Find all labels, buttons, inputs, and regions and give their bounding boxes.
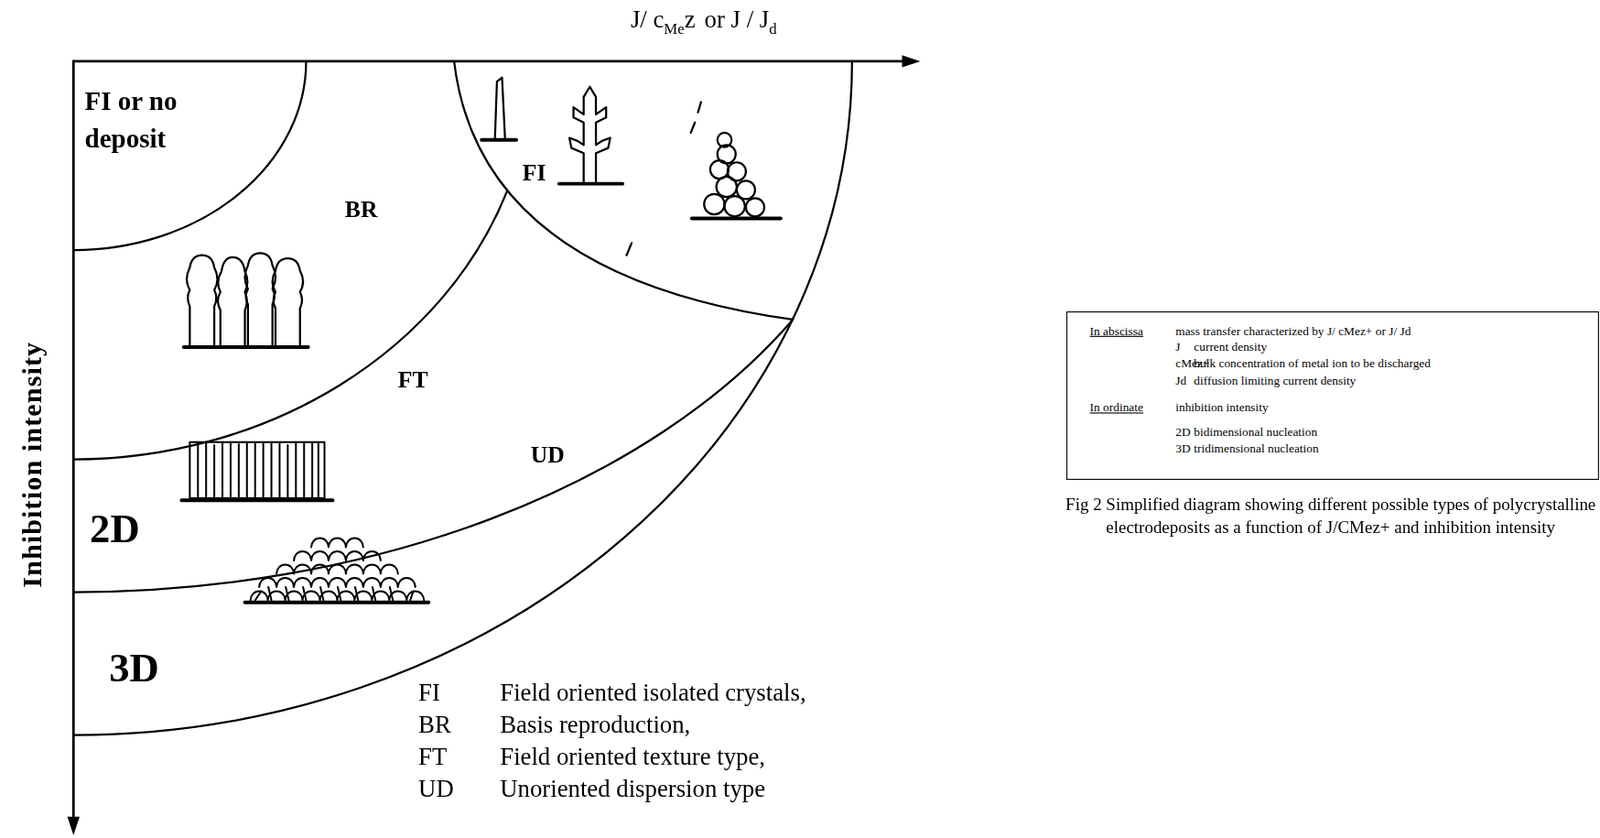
dendrite-crystal (569, 86, 611, 184)
legend-description: Field oriented texture type, (499, 741, 766, 771)
grain-row (259, 577, 416, 587)
columnar-layer (189, 442, 325, 498)
legend-abbreviation: BR (418, 710, 452, 740)
legend-description: Unoriented dispersion type (499, 773, 766, 803)
axes (67, 54, 921, 835)
3d-crystals (245, 537, 430, 602)
axis-arrowhead (67, 816, 80, 835)
fi-crystals (481, 77, 781, 219)
column-crystal (217, 257, 248, 347)
box-heading: In ordinate (1090, 399, 1177, 416)
axis-arrowhead (901, 54, 920, 67)
symbol-term: cMez+ (1175, 355, 1194, 372)
grain-row (311, 537, 364, 547)
axis-subscript: d (768, 20, 777, 37)
legend-abbreviation: UD (418, 773, 455, 803)
axis-label: J/ c (630, 6, 664, 33)
grain-lines (255, 586, 414, 600)
needle-crystal (495, 77, 506, 141)
region-arc (73, 190, 508, 459)
column-lines (197, 442, 319, 498)
substrate-line (559, 182, 623, 186)
axis-label-group: J/ cMez or J / Jd (630, 6, 778, 39)
region-arc (454, 61, 793, 320)
region-label: UD (530, 441, 565, 470)
nodular-crystals (745, 197, 765, 217)
region-arc (73, 61, 853, 736)
legend-box: In abscissamass transfer characterized b… (1066, 311, 1600, 480)
nodular-crystals (736, 180, 756, 199)
substrate-line (245, 600, 430, 605)
region-boundaries (73, 61, 853, 736)
grain-row (250, 590, 425, 600)
dashed-boundary (626, 101, 701, 255)
region-label: FI or no deposit (85, 83, 238, 158)
region-label: BR (345, 195, 379, 225)
box-text: mass transfer characterized by J/ cMez+ … (1175, 322, 1584, 339)
legend-description: Basis reproduction, (499, 710, 691, 740)
nodular-crystals (727, 162, 746, 181)
region-label: FT (398, 365, 429, 394)
box-text: inhibition intensity (1175, 399, 1584, 416)
symbol-term: J (1175, 338, 1194, 356)
legend-description: Field oriented isolated crystals, (499, 677, 806, 707)
column-crystal (245, 252, 276, 347)
nodular-crystals (703, 132, 765, 217)
axis-subscript: Me (663, 20, 684, 37)
abscissa-axis (73, 59, 907, 63)
region-arc (73, 61, 306, 250)
box-text: tridimensional nucleation (1193, 440, 1584, 457)
region-label: 3D (108, 642, 160, 692)
symbol-term: 3D (1175, 440, 1194, 457)
column-crystal (272, 258, 303, 347)
nodular-crystals (717, 132, 733, 148)
box-text: current density (1193, 338, 1584, 356)
br-crystals (183, 252, 309, 347)
ordinate-axis (72, 61, 76, 821)
box-text: diffusion limiting current density (1193, 371, 1584, 389)
box-text: bulk concentration of metal ion to be di… (1193, 355, 1584, 372)
legend-abbreviation: FT (418, 741, 447, 771)
grain-row (293, 551, 381, 561)
2d-crystals (181, 442, 333, 501)
box-heading: In abscissa (1090, 322, 1177, 339)
axis-label: Inhibition intensity (16, 341, 50, 588)
legend-abbreviation: FI (418, 677, 441, 707)
axis-label: z (684, 6, 696, 33)
region-arc (73, 319, 793, 593)
grain-row (276, 563, 399, 573)
axis-label: or J / J (704, 6, 770, 33)
symbol-term: 2D (1175, 423, 1194, 441)
region-label: FI (522, 159, 547, 188)
region-label: 2D (89, 504, 141, 554)
symbol-term: Jd (1175, 371, 1194, 389)
box-text: bidimensional nucleation (1193, 423, 1584, 441)
figure-caption: Fig 2 Simplified diagram showing differe… (1060, 494, 1600, 540)
column-crystal (186, 255, 217, 347)
nodular-crystals (703, 194, 725, 215)
